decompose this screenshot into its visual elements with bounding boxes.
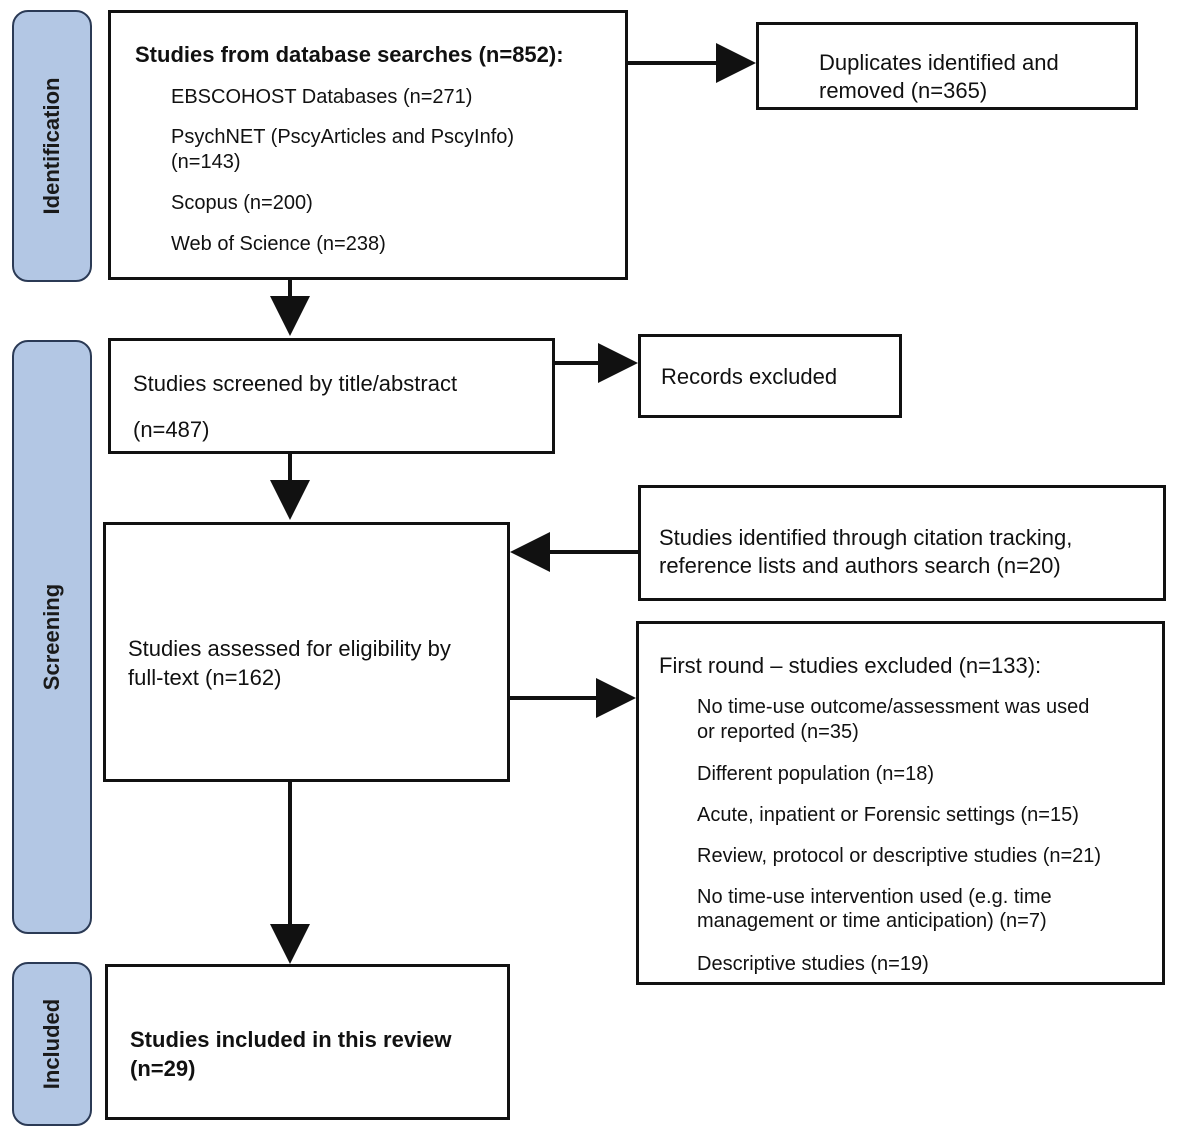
database-item: PsychNET (PscyArticles and PscyInfo) [171, 126, 515, 148]
first-round-excluded-box: First round – studies excluded (n=133): … [636, 621, 1165, 985]
citation-tracking-line1: Studies identified through citation trac… [659, 525, 1073, 550]
exclusion-item: No time-use intervention used (e.g. time [697, 886, 1052, 908]
database-searches-box: Studies from database searches (n=852): … [108, 10, 628, 280]
duplicates-line1: Duplicates identified and [819, 50, 1059, 75]
database-searches-heading: Studies from database searches (n=852): [135, 42, 564, 67]
database-item: Web of Science (n=238) [171, 233, 386, 255]
first-round-heading: First round – studies excluded (n=133): [659, 653, 1042, 678]
exclusion-item: or reported (n=35) [697, 721, 859, 743]
records-excluded-box: Records excluded [638, 334, 902, 418]
exclusion-item: No time-use outcome/assessment was used [697, 696, 1090, 718]
citation-tracking-line2: reference lists and authors search (n=20… [659, 553, 1061, 578]
eligibility-box: Studies assessed for eligibility by full… [103, 522, 510, 782]
screened-line2: (n=487) [133, 417, 210, 442]
stage-included: Included [12, 962, 92, 1126]
included-line2: (n=29) [130, 1056, 196, 1081]
stage-screening: Screening [12, 340, 92, 934]
records-excluded-label: Records excluded [661, 364, 838, 389]
included-box: Studies included in this review (n=29) [105, 964, 510, 1120]
screened-line1: Studies screened by title/abstract [133, 371, 458, 396]
database-item: EBSCOHOST Databases (n=271) [171, 86, 473, 108]
eligibility-line1: Studies assessed for eligibility by [128, 636, 451, 661]
citation-tracking-box: Studies identified through citation trac… [638, 485, 1166, 601]
database-item: Scopus (n=200) [171, 192, 313, 214]
exclusion-item: management or time anticipation) (n=7) [697, 910, 1047, 932]
duplicates-line2: removed (n=365) [819, 78, 988, 103]
exclusion-item: Descriptive studies (n=19) [697, 953, 929, 975]
included-line1: Studies included in this review [130, 1027, 452, 1052]
eligibility-line2: full-text (n=162) [128, 665, 282, 690]
exclusion-item: Acute, inpatient or Forensic settings (n… [697, 804, 1079, 826]
exclusion-item: Different population (n=18) [697, 763, 935, 785]
database-item: (n=143) [171, 151, 241, 173]
stage-identification: Identification [12, 10, 92, 282]
screened-box: Studies screened by title/abstract (n=48… [108, 338, 555, 454]
duplicates-box: Duplicates identified and removed (n=365… [756, 22, 1138, 110]
exclusion-item: Review, protocol or descriptive studies … [697, 845, 1102, 867]
